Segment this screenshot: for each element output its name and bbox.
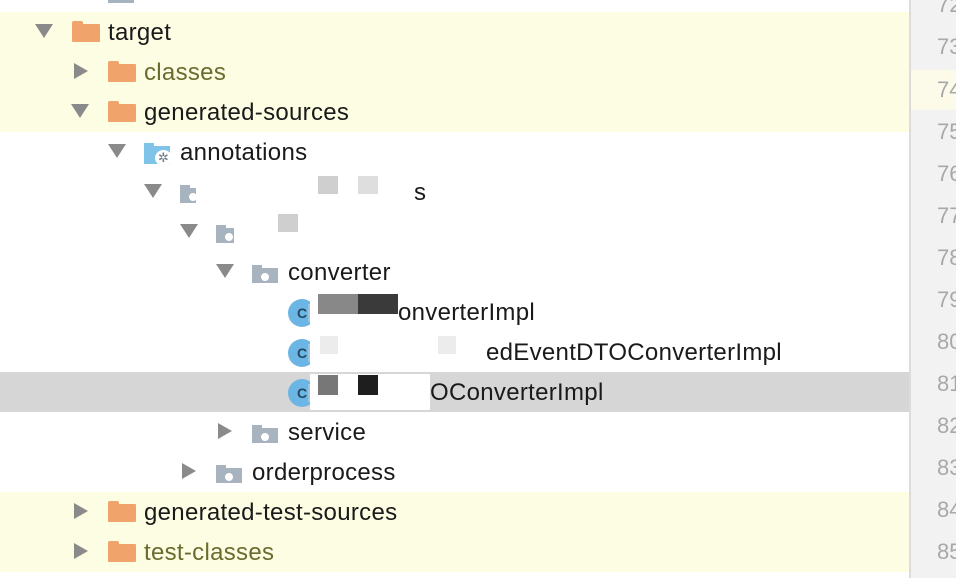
tree-label: generated-sources	[144, 99, 350, 126]
project-tree: test target classes generated-sources ✲ …	[0, 0, 909, 572]
chevron-down-icon[interactable]	[108, 144, 126, 158]
chevron-down-icon[interactable]	[35, 24, 53, 38]
tree-row-class[interactable]: C onverterImpl	[0, 292, 909, 332]
tree-row-class[interactable]: C edEventDTOConverterImpl	[0, 332, 909, 372]
tree-row-package[interactable]	[0, 212, 909, 252]
tree-label: target	[108, 19, 172, 46]
chevron-right-icon[interactable]	[74, 543, 88, 559]
tree-row-target[interactable]: target	[0, 12, 909, 52]
tree-row-package[interactable]: s	[0, 172, 909, 212]
redacted-block	[320, 336, 338, 354]
redacted-block	[358, 176, 378, 194]
line-number: 75	[937, 119, 956, 144]
line-number: 83	[937, 455, 956, 480]
redacted-block	[318, 176, 338, 194]
tree-label: orderprocess	[252, 459, 396, 486]
chevron-down-icon[interactable]	[216, 264, 234, 278]
line-number: 82	[937, 413, 956, 438]
redacted-text	[234, 214, 264, 250]
redacted-block	[318, 294, 358, 314]
chevron-right-icon[interactable]	[74, 503, 88, 519]
tree-label: s	[414, 179, 427, 206]
tree-row-generated-test-sources[interactable]: generated-test-sources	[0, 492, 909, 532]
folder-icon	[108, 541, 136, 562]
tree-row-test-classes[interactable]: test-classes	[0, 532, 909, 572]
tree-label: onverterImpl	[398, 299, 535, 326]
package-icon	[216, 225, 236, 243]
tree-row-generated-sources[interactable]: generated-sources	[0, 92, 909, 132]
tree-row-test[interactable]: test	[0, 0, 909, 12]
redacted-text	[310, 334, 486, 370]
tree-label: test	[144, 0, 184, 7]
chevron-down-icon[interactable]	[71, 104, 89, 118]
tree-row-annotations[interactable]: ✲ annotations	[0, 132, 909, 172]
redacted-block	[358, 375, 378, 395]
line-number: 76	[937, 161, 956, 186]
tree-label: service	[288, 419, 367, 446]
folder-icon	[108, 61, 136, 82]
chevron-right-icon[interactable]	[182, 463, 196, 479]
tree-label: generated-test-sources	[144, 499, 398, 526]
line-number: 81	[937, 371, 956, 396]
current-line-highlight	[911, 70, 956, 110]
redacted-block	[358, 294, 398, 314]
tree-label: edEventDTOConverterImpl	[486, 339, 782, 366]
folder-icon	[72, 21, 100, 42]
line-number: 74	[937, 77, 956, 102]
tree-row-converter[interactable]: converter	[0, 252, 909, 292]
package-icon	[180, 185, 200, 203]
tree-row-orderprocess[interactable]: orderprocess	[0, 452, 909, 492]
tree-label: annotations	[180, 139, 308, 166]
line-number: 85	[937, 539, 956, 564]
folder-icon	[108, 0, 134, 3]
chevron-down-icon[interactable]	[144, 184, 162, 198]
chevron-down-icon[interactable]	[180, 224, 198, 238]
gear-icon: ✲	[155, 150, 172, 166]
tree-label: test-classes	[144, 539, 275, 566]
tree-row-classes[interactable]: classes	[0, 52, 909, 92]
package-icon	[216, 465, 242, 483]
line-number: 77	[937, 203, 956, 228]
redacted-block	[438, 336, 456, 354]
line-number: 79	[937, 287, 956, 312]
package-icon	[252, 265, 278, 283]
tree-label: classes	[144, 59, 227, 86]
tree-label: converter	[288, 259, 391, 286]
folder-icon	[108, 101, 136, 122]
package-icon	[252, 425, 278, 443]
redacted-block	[278, 214, 298, 232]
annotations-folder-icon: ✲	[144, 143, 172, 166]
line-number: 80	[937, 329, 956, 354]
line-number: 78	[937, 245, 956, 270]
chevron-right-icon[interactable]	[74, 63, 88, 79]
folder-icon	[108, 501, 136, 522]
tree-row-service[interactable]: service	[0, 412, 909, 452]
tree-label: OConverterImpl	[430, 379, 604, 406]
editor-line-gutter: 72 73 74 75 76 77 78 79 80 81 82 83 84 8…	[909, 0, 956, 578]
line-number: 73	[937, 34, 956, 59]
chevron-right-icon[interactable]	[218, 423, 232, 439]
redacted-block	[318, 375, 338, 395]
line-number: 84	[937, 497, 956, 522]
tree-row-class-selected[interactable]: C OConverterImpl	[0, 372, 909, 412]
line-number: 72	[937, 0, 956, 17]
